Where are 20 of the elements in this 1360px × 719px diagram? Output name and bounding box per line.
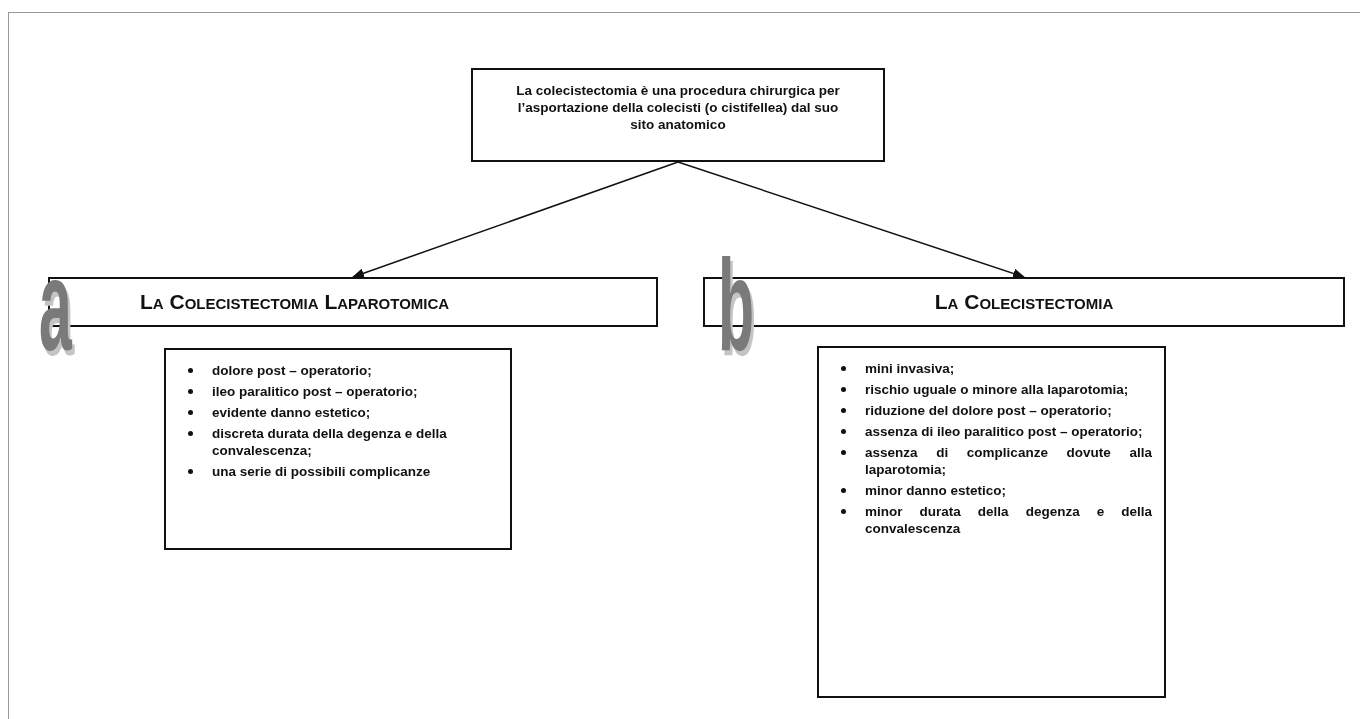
- list-item: minor danno estetico;: [865, 482, 1007, 499]
- list-item: rischio uguale o minore alla laparotomia;: [865, 381, 1130, 398]
- list-box: [164, 348, 512, 550]
- list-item: evidente danno estetico;: [212, 404, 372, 421]
- list-item: dolore post – operatorio;: [212, 362, 373, 379]
- arrow: [677, 161, 1025, 279]
- definition-text: La colecistectomia è una procedura chirurgica per l’asportazione della colecisti (o cistifellea) dal suo sito anatomico: [515, 81, 841, 133]
- list-item: discreta durata della degenza e della convalescenza;: [212, 425, 448, 459]
- list-box: [817, 346, 1166, 698]
- list-item: minor durata della degenza e della convalescenza: [865, 503, 1152, 537]
- list-item: riduzione del dolore post – operatorio;: [865, 402, 1113, 419]
- list-item: mini invasiva;: [865, 360, 956, 377]
- heading-text: La Colecistectomia Laparotomica: [140, 290, 450, 314]
- list-item: ileo paralitico post – operatorio;: [212, 383, 419, 400]
- list-item: assenza di complicanze dovute alla laparotomia;: [865, 444, 1152, 478]
- heading-text: La Colecistectomia: [934, 290, 1114, 314]
- list-item: assenza di ileo paralitico post – operatorio;: [865, 423, 1144, 440]
- list-item: una serie di possibili complicanze: [212, 463, 432, 480]
- arrow: [352, 161, 679, 279]
- definition-box: [471, 68, 885, 162]
